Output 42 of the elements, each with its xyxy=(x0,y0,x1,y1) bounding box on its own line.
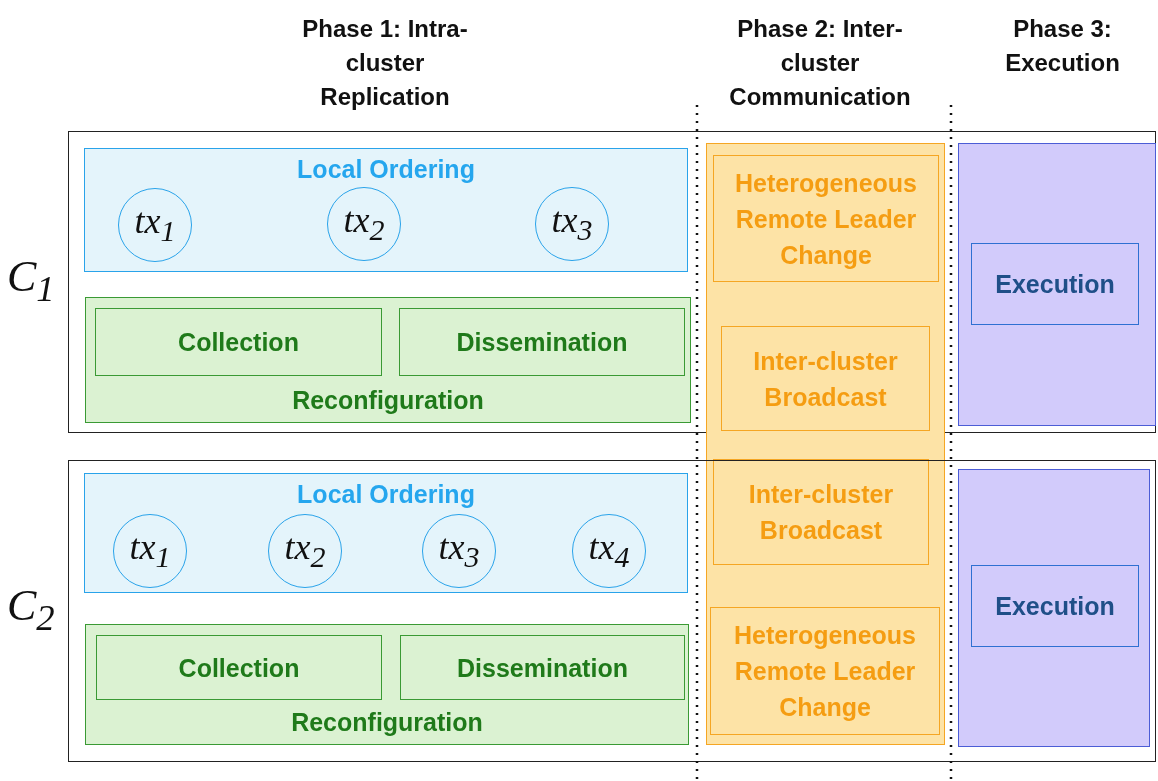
box-label: Heterogeneous Remote Leader Change xyxy=(733,620,917,723)
phase-heading: Phase 1: Intra-cluster Replication xyxy=(301,14,469,112)
transaction-label: tx$_{2}$ xyxy=(283,529,327,576)
box-label: Execution xyxy=(994,591,1116,622)
cluster-label: C$_{2}$ xyxy=(7,580,56,639)
process-box xyxy=(399,308,685,376)
process-box xyxy=(96,635,382,700)
box-label: Inter-cluster Broadcast xyxy=(747,479,895,546)
panel-title: Reconfiguration xyxy=(291,385,485,416)
box-label: Dissemination xyxy=(456,652,629,684)
cluster-label: C$_{1}$ xyxy=(7,251,56,310)
phase-heading: Phase 2: Inter-cluster Communication xyxy=(728,14,912,112)
process-box xyxy=(971,565,1139,647)
process-box xyxy=(400,635,685,700)
execution-panel xyxy=(958,143,1156,426)
ordering-panel xyxy=(84,473,688,593)
reconfiguration-panel xyxy=(85,297,691,423)
transaction-label: tx$_{3}$ xyxy=(550,202,594,249)
process-box xyxy=(713,155,939,282)
process-box xyxy=(721,326,930,431)
panel-title: Local Ordering xyxy=(296,154,476,185)
box-label: Heterogeneous Remote Leader Change xyxy=(734,167,918,271)
panel-title: Local Ordering xyxy=(296,479,476,510)
execution-panel xyxy=(958,469,1150,747)
box-label: Collection xyxy=(177,652,301,684)
ordering-panel xyxy=(84,148,688,272)
panel-title: Reconfiguration xyxy=(290,707,484,738)
process-box xyxy=(95,308,382,376)
process-box xyxy=(971,243,1139,325)
transaction-label: tx$_{3}$ xyxy=(437,529,481,576)
transaction-label: tx$_{4}$ xyxy=(587,529,631,576)
process-box xyxy=(713,459,929,565)
transaction-label: tx$_{2}$ xyxy=(342,202,386,249)
transaction-label: tx$_{1}$ xyxy=(133,203,177,250)
box-label: Collection xyxy=(177,327,300,358)
process-box xyxy=(710,607,940,735)
transaction-label: tx$_{1}$ xyxy=(128,529,172,576)
box-label: Inter-cluster Broadcast xyxy=(752,345,899,413)
box-label: Execution xyxy=(994,269,1116,300)
box-label: Dissemination xyxy=(455,327,629,358)
phase-heading: Phase 3: Execution xyxy=(1004,14,1121,78)
reconfiguration-panel xyxy=(85,624,689,745)
